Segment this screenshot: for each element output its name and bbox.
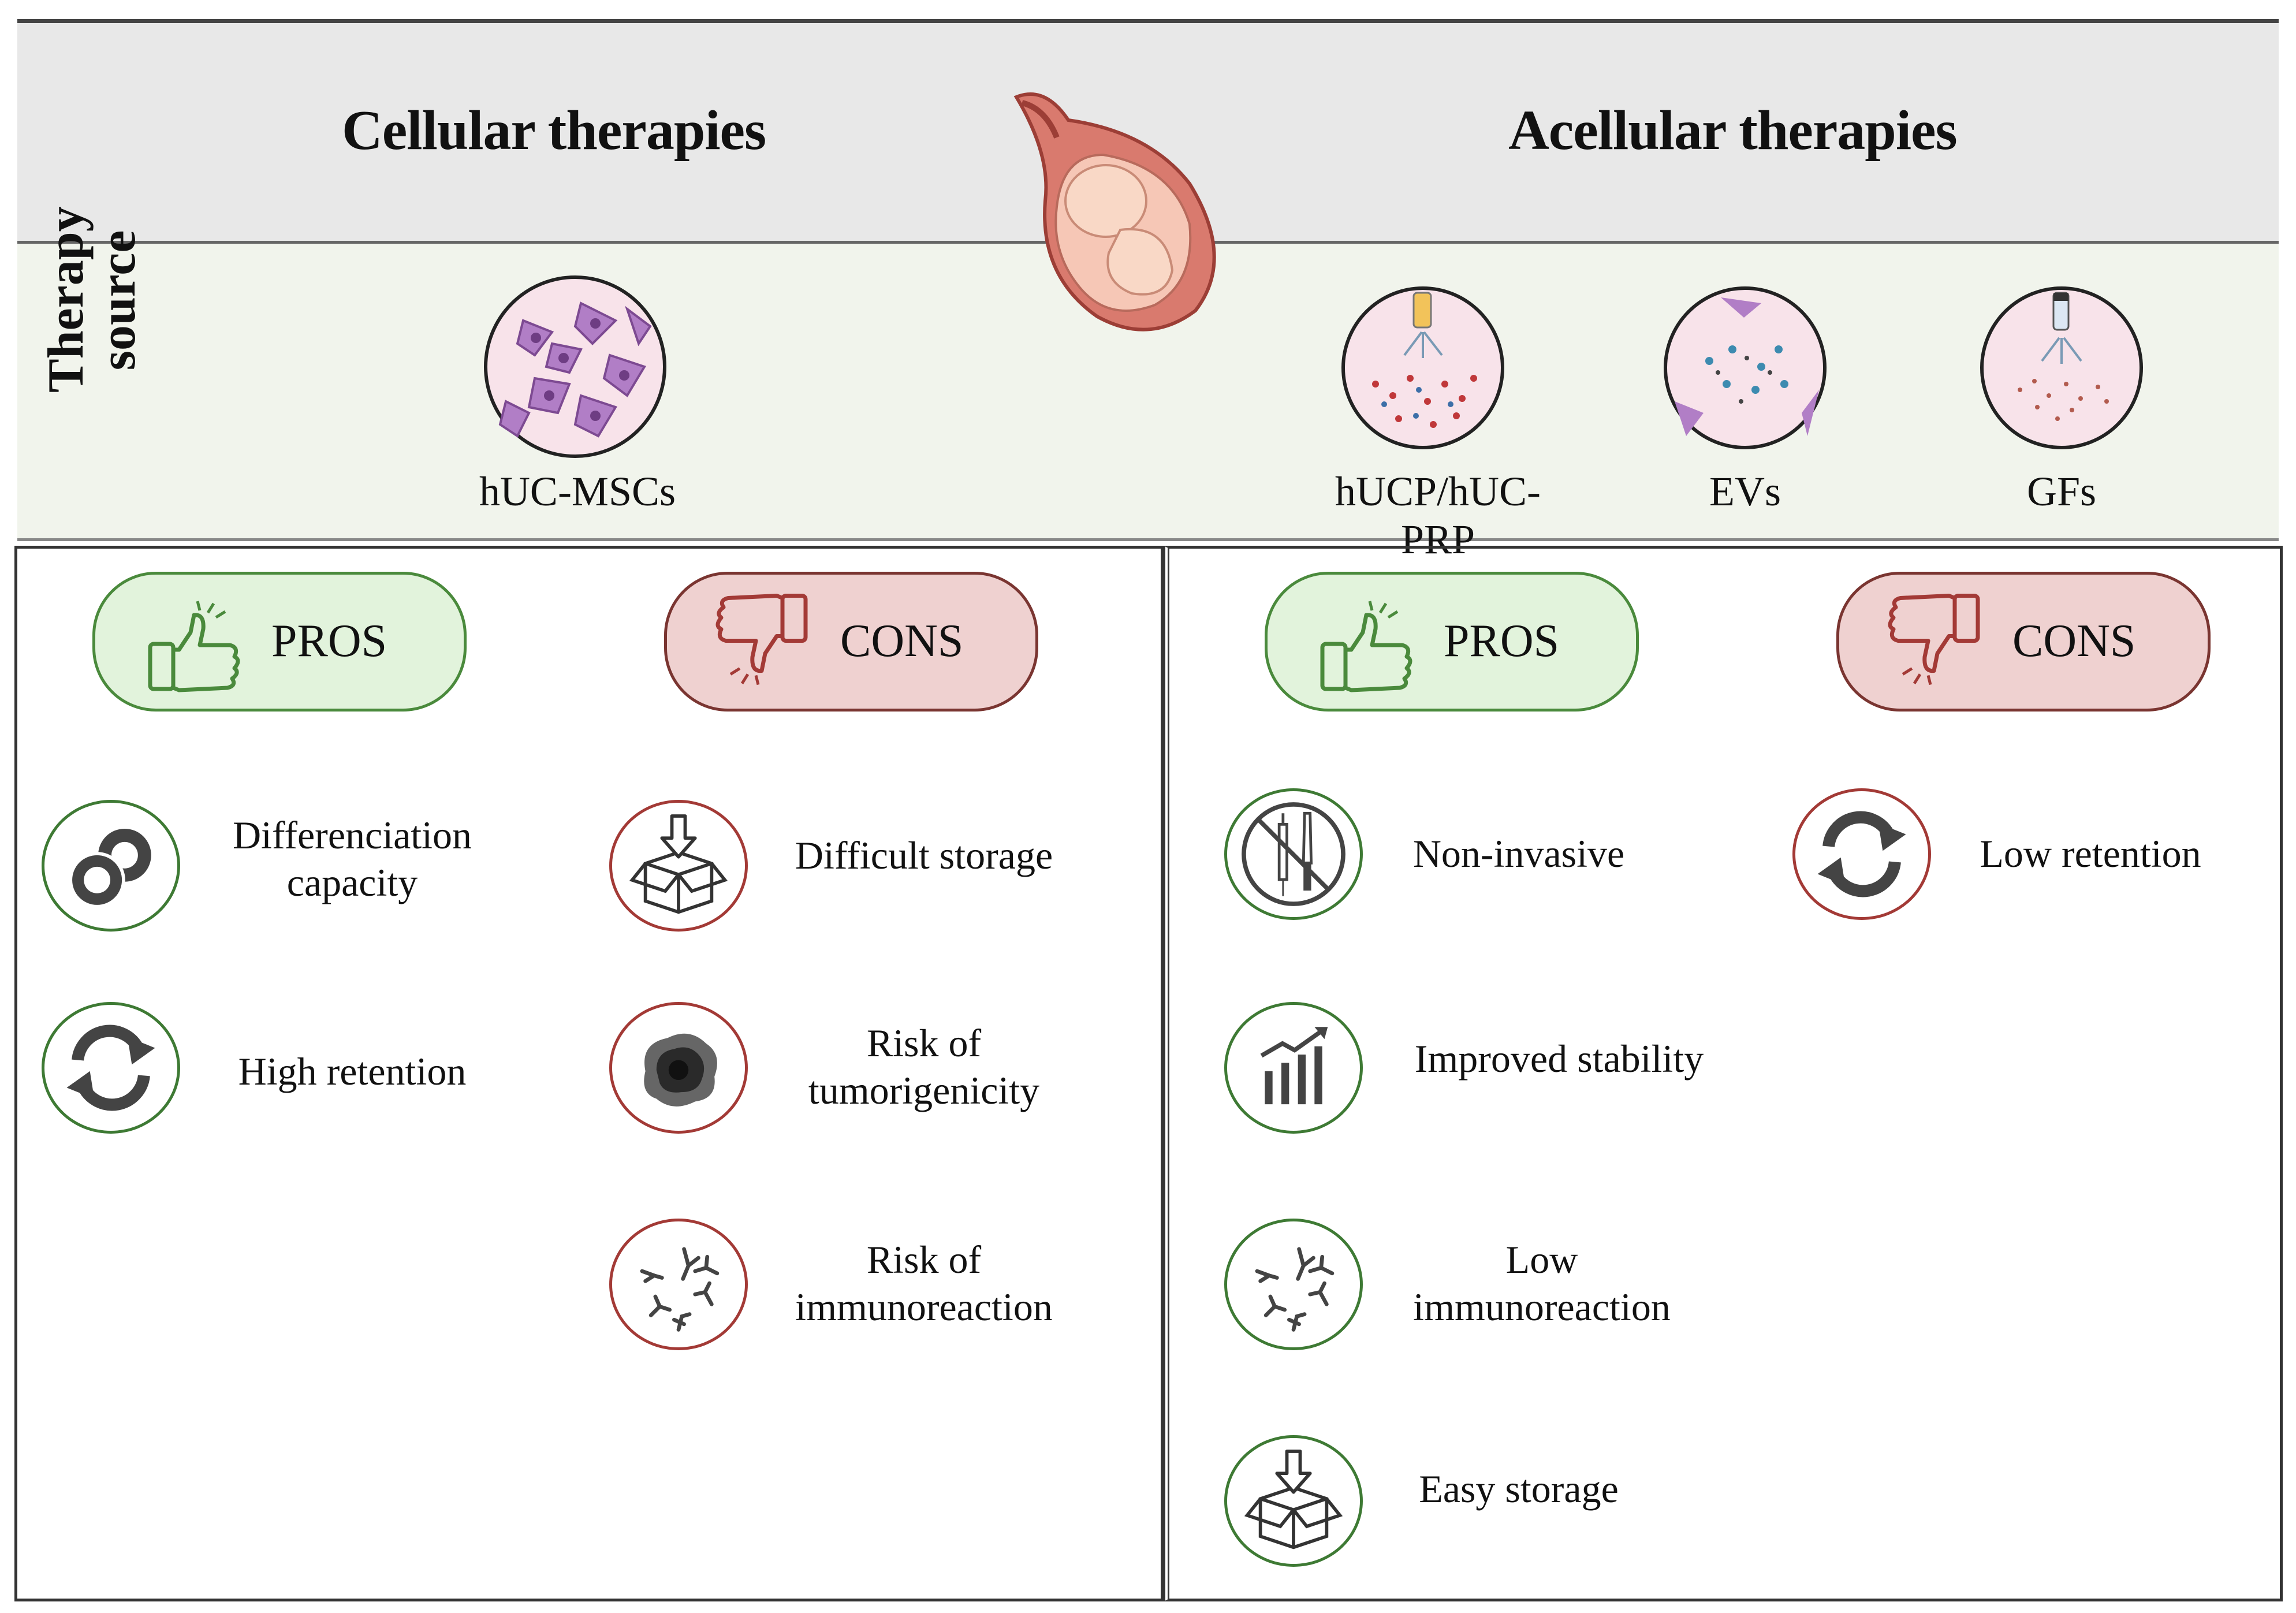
cellular-con-1-text: Difficult storage xyxy=(795,833,1053,877)
source-label-hucp: hUCP/hUC-PRP xyxy=(1335,468,1541,562)
thumbs-up-icon xyxy=(141,598,245,696)
tumor-icon xyxy=(609,1002,748,1134)
acellular-therapies-title: Acellular therapies xyxy=(1508,99,1958,162)
acellular-pros-badge: PROS xyxy=(1265,572,1639,711)
cells-icon xyxy=(42,800,180,932)
huc-mscs-cells-icon xyxy=(484,275,666,458)
cycle-arrows-icon xyxy=(1792,788,1931,920)
cellular-panel xyxy=(14,546,1164,1601)
thumbs-up-icon xyxy=(1314,598,1418,696)
item-line: Low xyxy=(1505,1238,1578,1282)
acellular-pro-4-text: Easy storage xyxy=(1419,1467,1619,1511)
rising-chart-icon xyxy=(1224,1002,1363,1134)
cellular-cons-badge: CONS xyxy=(664,572,1038,711)
cellular-con-3-text: Risk of immunoreaction xyxy=(774,1236,1074,1331)
cellular-con-2-text: Risk of tumorigenicity xyxy=(774,1019,1074,1114)
row-label-line2: source xyxy=(90,230,146,371)
source-label-evs: EVs xyxy=(1709,468,1781,515)
hucp-plasma-icon xyxy=(1341,286,1504,449)
box-icon xyxy=(609,800,748,932)
item-line: Differenciation xyxy=(232,813,472,857)
evs-vesicles-icon xyxy=(1664,286,1827,449)
acellular-pro-3-text: Low immunoreaction xyxy=(1374,1236,1709,1331)
no-syringe-scalpel-icon xyxy=(1224,788,1363,920)
pros-label: PROS xyxy=(271,616,387,666)
fetus-in-uterus-icon xyxy=(1013,92,1216,331)
item-line: immunoreaction xyxy=(795,1285,1053,1329)
antibodies-icon xyxy=(1224,1219,1363,1350)
source-label-gfs: GFs xyxy=(2026,468,2097,515)
item-line: Risk of xyxy=(866,1021,982,1065)
gfs-growth-factors-icon xyxy=(1980,286,2143,449)
cons-label: CONS xyxy=(2012,616,2136,666)
acellular-cons-badge: CONS xyxy=(1836,572,2211,711)
item-line: capacity xyxy=(286,860,418,904)
pros-label: PROS xyxy=(1444,616,1560,666)
cellular-pro-2-text: High retention xyxy=(238,1049,467,1093)
therapy-source-row-label: Therapy source xyxy=(38,206,146,393)
row-label-line1: Therapy xyxy=(38,206,94,393)
acellular-con-1-text: Low retention xyxy=(1980,832,2201,876)
box-icon xyxy=(1224,1435,1363,1567)
cellular-pro-1-text: Differenciation capacity xyxy=(191,811,514,906)
cellular-pros-badge: PROS xyxy=(92,572,467,711)
thumbs-down-icon xyxy=(707,592,811,693)
cellular-therapies-title: Cellular therapies xyxy=(342,99,766,162)
source-label-huc-mscs: hUC-MSCs xyxy=(479,468,676,515)
acellular-pro-2-text: Improved stability xyxy=(1414,1037,1704,1081)
acellular-pro-1-text: Non-invasive xyxy=(1412,832,1625,876)
cycle-arrows-icon xyxy=(42,1002,180,1134)
item-line: Risk of xyxy=(866,1238,982,1282)
cons-label: CONS xyxy=(840,616,964,666)
thumbs-down-icon xyxy=(1880,592,1984,693)
antibodies-icon xyxy=(609,1219,748,1350)
item-line: tumorigenicity xyxy=(808,1068,1040,1112)
acellular-panel xyxy=(1164,546,2283,1601)
item-line: immunoreaction xyxy=(1413,1285,1671,1329)
